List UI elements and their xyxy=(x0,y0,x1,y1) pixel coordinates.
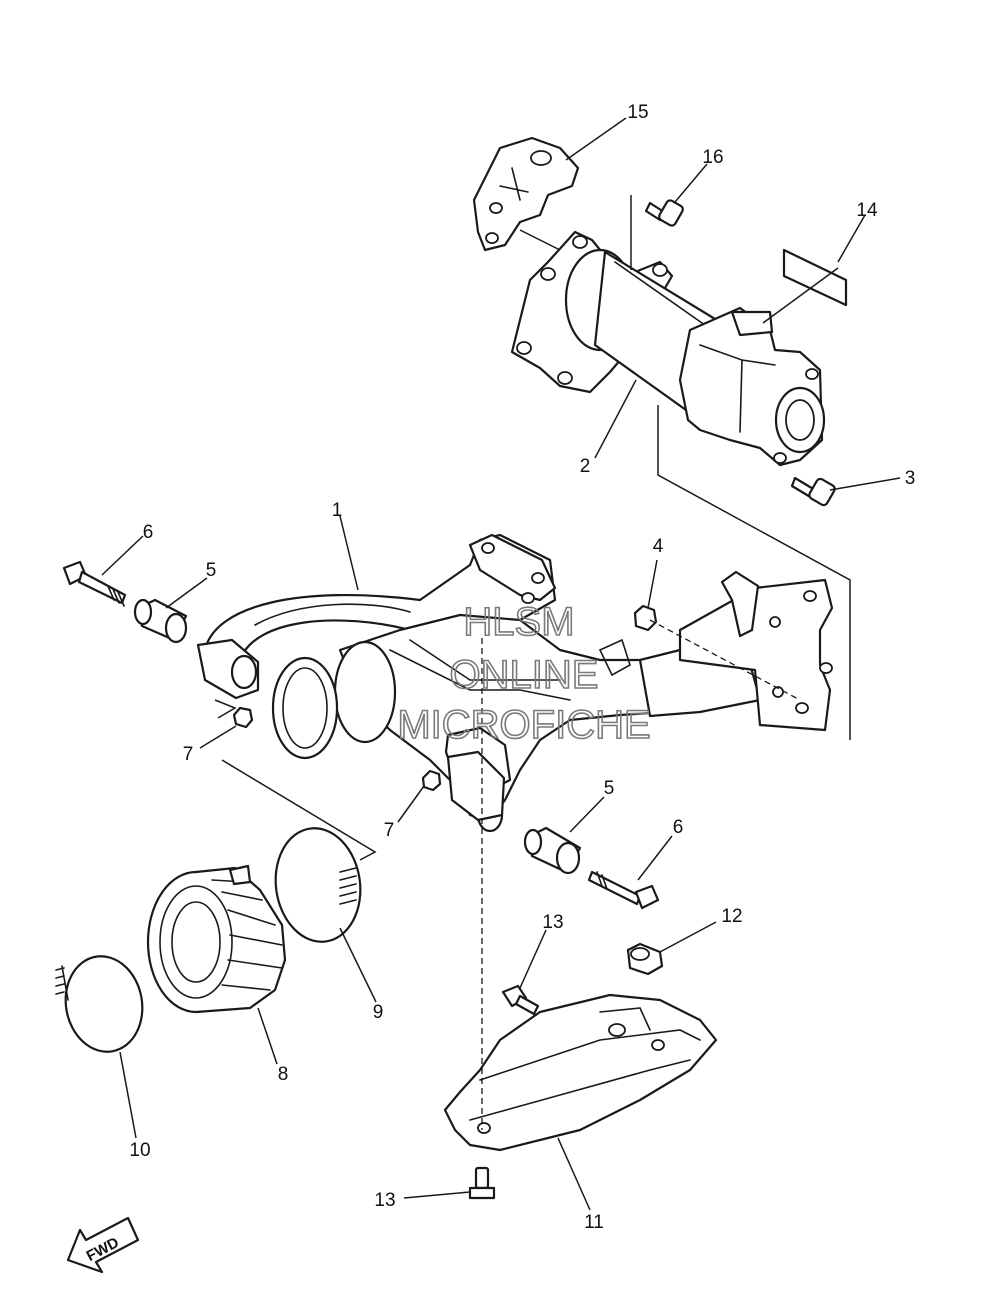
part-12-grommet xyxy=(626,942,664,976)
part-13-bolt-lower xyxy=(468,1166,496,1200)
part-3-bolt xyxy=(790,476,836,507)
callout-5-upper: 5 xyxy=(206,560,217,581)
callout-4: 4 xyxy=(653,536,664,557)
callout-13-upper: 13 xyxy=(542,912,563,933)
part-9-clamp-ring xyxy=(274,827,362,943)
callout-9: 9 xyxy=(373,1002,384,1023)
callout-3: 3 xyxy=(905,468,916,489)
callout-15: 15 xyxy=(627,102,648,123)
callout-2: 2 xyxy=(580,456,591,477)
callout-11: 11 xyxy=(584,1212,604,1233)
watermark-line1: HLSM xyxy=(463,600,574,644)
callout-6-lower: 6 xyxy=(673,817,684,838)
part-2-axle-housing xyxy=(510,230,826,467)
part-7-nut-upper xyxy=(232,706,254,729)
part-11-skid-guard xyxy=(443,993,718,1152)
callout-14: 14 xyxy=(856,200,878,221)
callout-7-upper: 7 xyxy=(183,744,194,765)
callout-leaders xyxy=(101,117,901,1211)
part-15-bracket xyxy=(472,136,580,252)
callout-5-lower: 5 xyxy=(604,778,615,799)
callout-16: 16 xyxy=(702,147,723,168)
callout-labels: 15 16 14 3 2 1 6 5 4 7 7 5 6 13 12 9 8 1… xyxy=(129,102,915,1233)
callout-7-lower: 7 xyxy=(384,820,395,841)
part-7-nut-lower xyxy=(421,769,442,792)
watermark: HLSM ONLINE MICROFICHE xyxy=(397,599,652,748)
assembly-lines xyxy=(214,195,851,1130)
callout-10: 10 xyxy=(129,1140,150,1161)
part-6-bolt-lower xyxy=(587,870,660,910)
part-5-bushing-upper xyxy=(133,598,188,644)
part-6-bolt-upper xyxy=(62,560,127,607)
part-1-bearing-ring xyxy=(271,656,339,760)
callout-6-upper: 6 xyxy=(143,522,154,543)
callout-12: 12 xyxy=(721,906,742,927)
watermark-line3: MICROFICHE xyxy=(397,703,650,747)
part-4-nut xyxy=(633,604,658,632)
callout-13-lower: 13 xyxy=(374,1190,395,1211)
part-13-bolt-upper xyxy=(501,984,540,1016)
part-5-bushing-lower xyxy=(523,826,582,875)
part-8-boot xyxy=(146,864,287,1014)
watermark-line2: ONLINE xyxy=(450,653,599,697)
part-10-band xyxy=(55,955,144,1053)
fwd-arrow-icon: FWD xyxy=(66,1216,140,1274)
part-1-swingarm xyxy=(196,533,834,833)
part-14-label xyxy=(782,248,848,307)
part-16-bolt xyxy=(644,199,684,227)
callout-1: 1 xyxy=(332,500,343,521)
callout-8: 8 xyxy=(278,1064,289,1085)
